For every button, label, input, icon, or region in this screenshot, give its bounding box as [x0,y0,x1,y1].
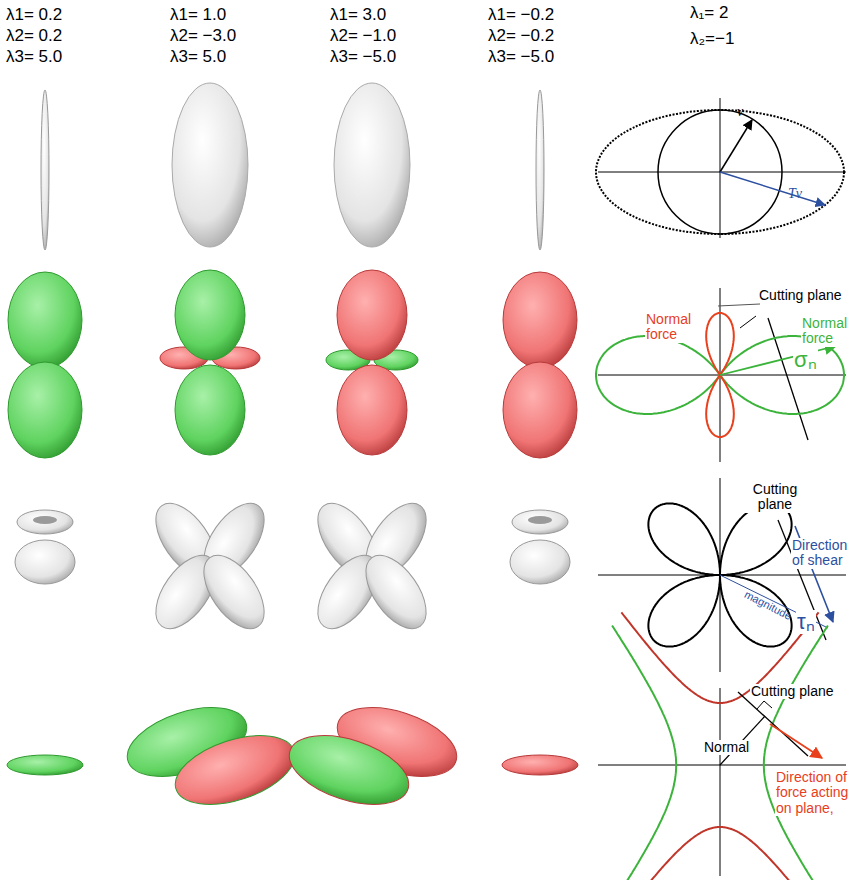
eigenvalue-label: λ3= 5.0 [170,48,226,67]
annotation-label: Cutting plane [758,288,843,303]
hyperbola-curve [621,827,818,880]
hyperbola-curve [612,626,676,880]
vector-label: Tv [788,186,802,201]
eigenvalue-label: λ3= −5.0 [488,48,554,67]
annotation-label: Normal force [645,312,703,343]
eigenvalue-label: λ1= −0.2 [488,6,554,25]
symbol-label: τₙ [796,610,816,634]
eigenvalue-label: λ2= −1.0 [330,27,396,46]
eigenvalue-label: λ2= −0.2 [488,27,554,46]
annotation-label: Normal force [801,316,855,347]
eigenvalue-label: λ3= −5.0 [330,48,396,67]
annotation-label: Normal [703,740,750,755]
vector-label: v [737,104,743,119]
annotation-label: Direction of force acting on plane, [775,770,855,816]
annotation-label: Direction of shear [791,538,855,569]
annotation-label: magnitude [743,588,794,622]
hyperbola-curve [764,626,828,880]
eigenvalue-label: λ₂=−1 [690,30,734,49]
eigenvalue-label: λ2= −3.0 [170,27,236,46]
eigenvalue-label: λ2= 0.2 [6,27,62,46]
eigenvalue-label: λ1= 0.2 [6,6,62,25]
eigenvalue-label: λ₁= 2 [690,4,728,23]
eigenvalue-label: λ3= 5.0 [6,48,62,67]
annotation-label: Cutting plane [742,482,808,513]
symbol-label: σₙ [793,348,818,372]
eigenvalue-label: λ1= 3.0 [330,6,386,25]
eigenvalue-label: λ1= 1.0 [170,6,226,25]
annotation-label: Cutting plane [750,684,835,699]
normal-stress-curve [596,336,844,414]
